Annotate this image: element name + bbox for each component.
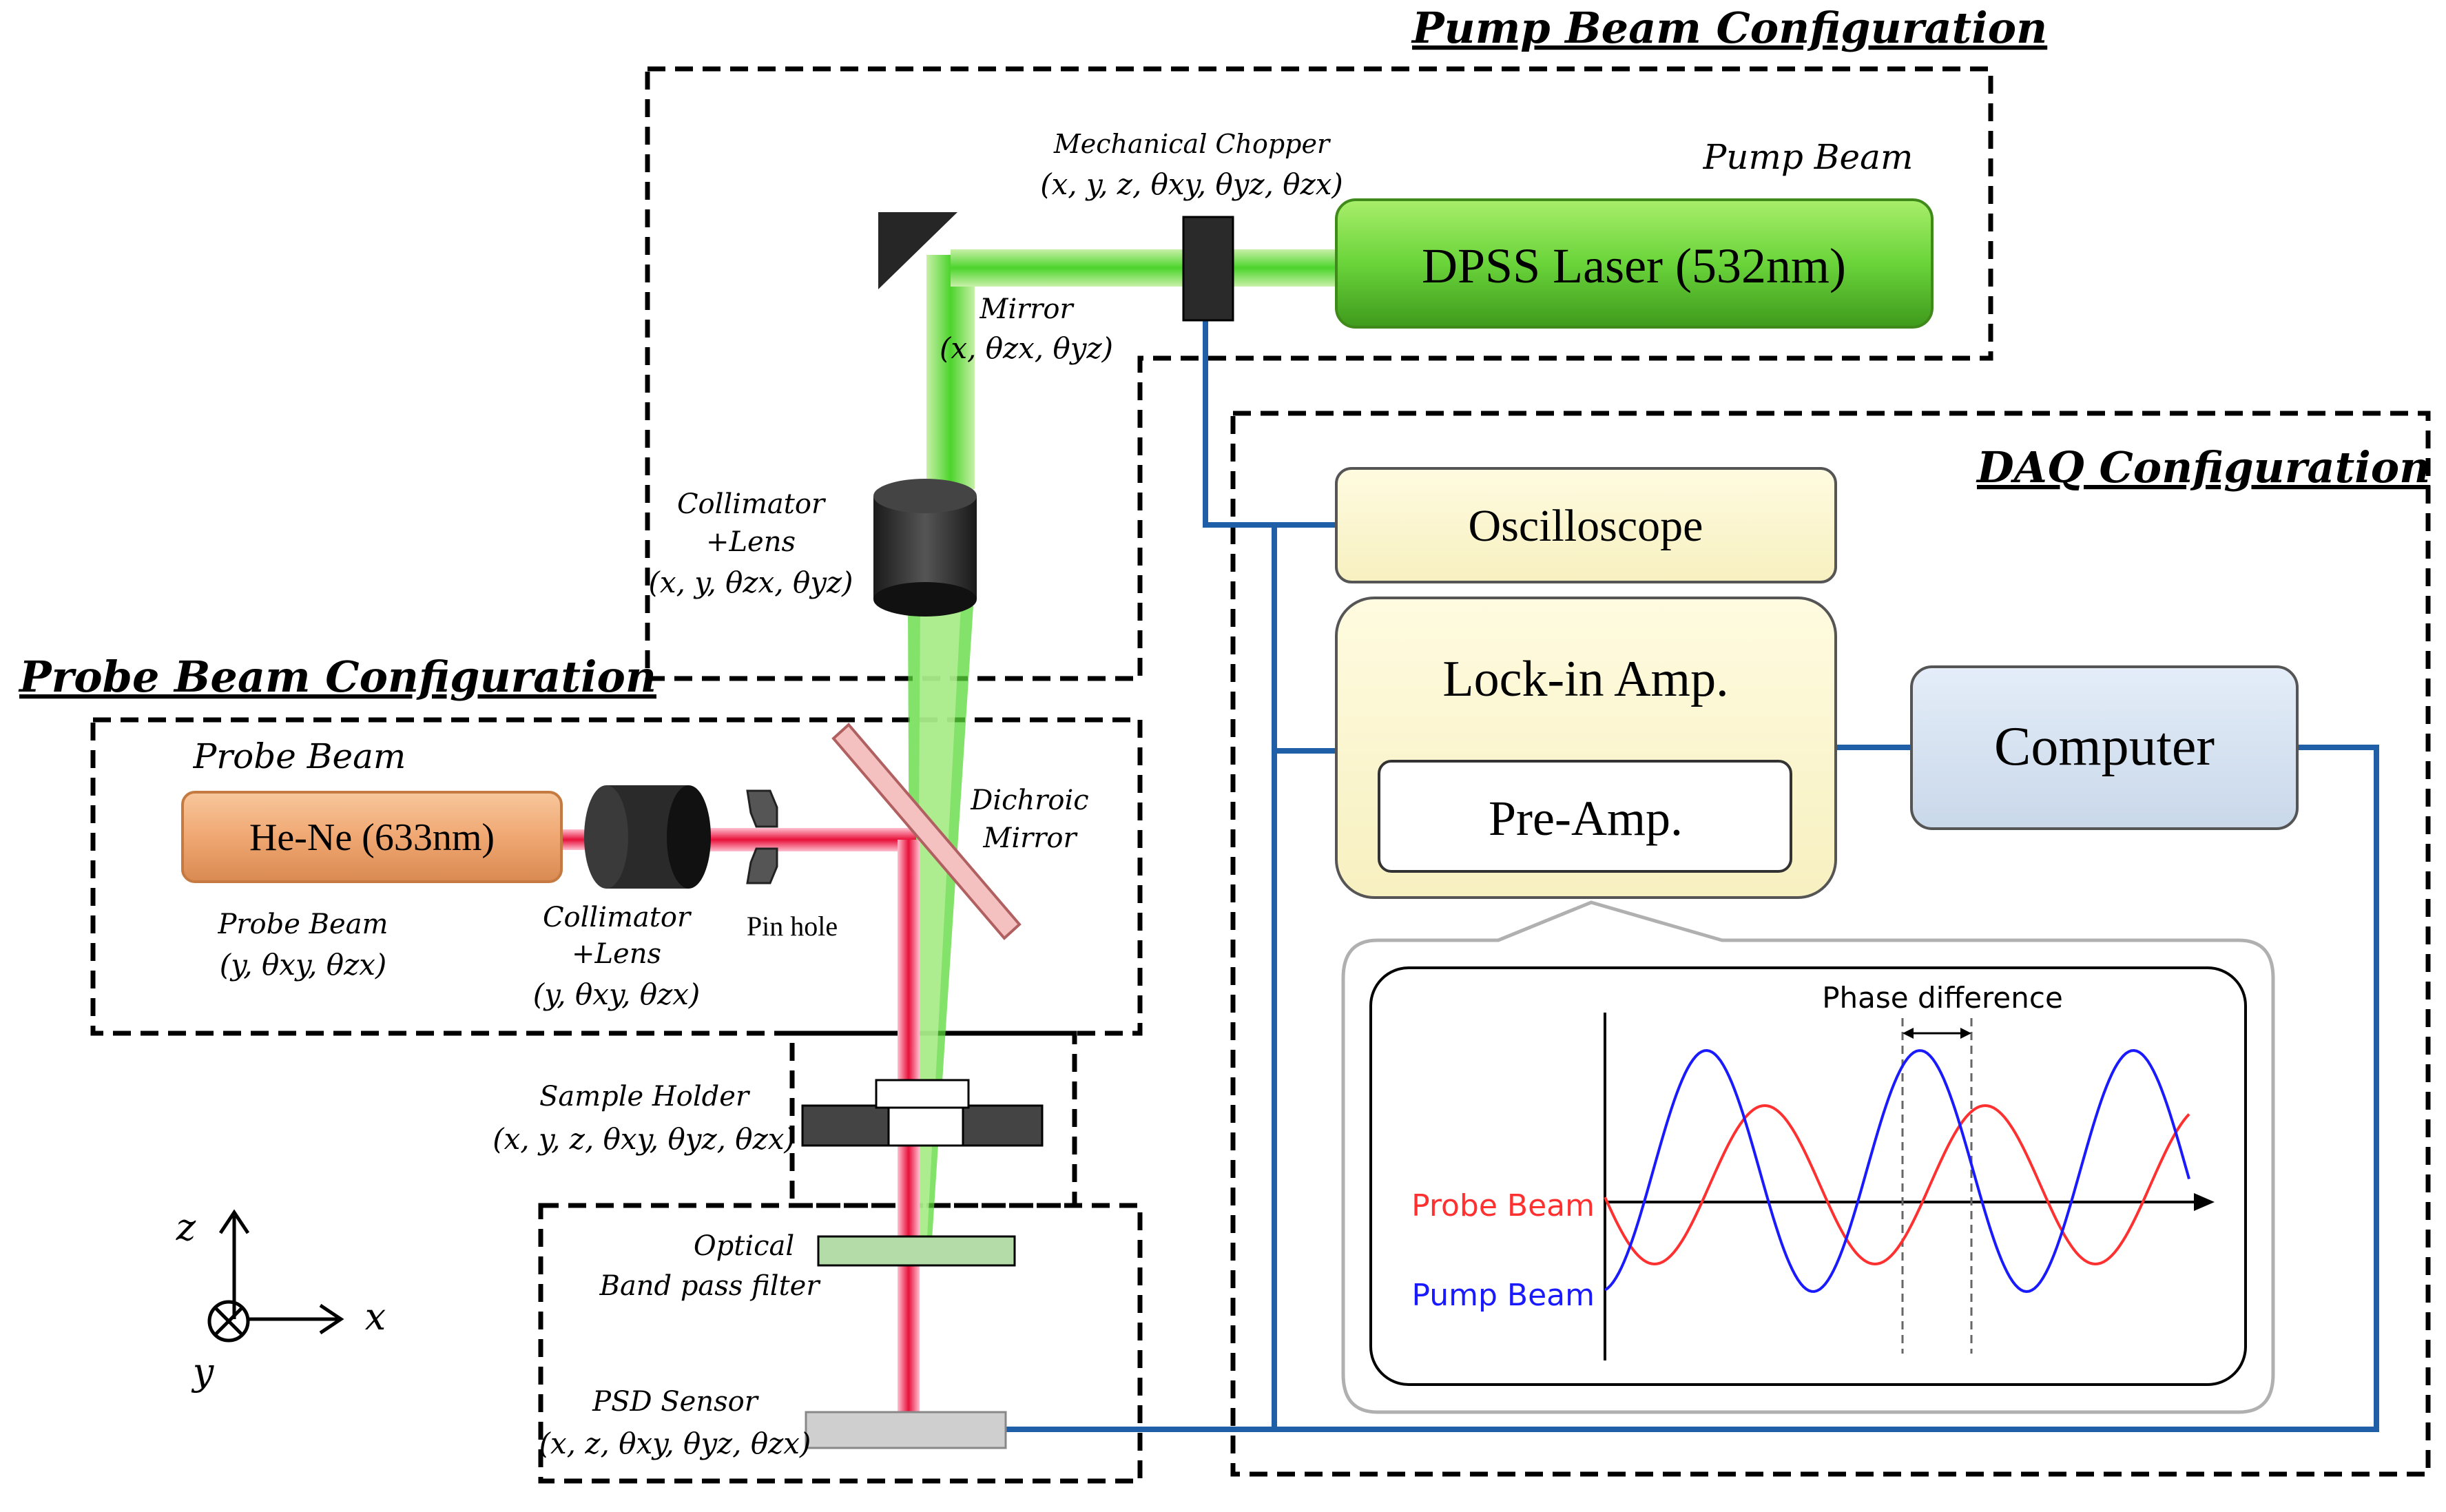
mirror: [878, 212, 957, 289]
dpss-laser-label: DPSS Laser (532nm): [1422, 238, 1846, 293]
probe-collimator-dof: (y, θxy, θzx): [533, 977, 701, 1011]
chopper-name: Mechanical Chopper: [1053, 129, 1331, 159]
psd-config-box: [538, 1203, 1143, 1484]
probe-source-name: Probe Beam: [218, 909, 388, 940]
dichroic-name: Dichroic: [970, 785, 1088, 816]
probe-source-dof: (y, θxy, θzx): [220, 948, 387, 982]
he-ne-laser-label: He-Ne (633nm): [249, 816, 495, 859]
oscilloscope: [1335, 467, 1837, 583]
pump-collimator-name: Collimator: [677, 488, 827, 520]
pump-beam-horizontal: [951, 249, 1336, 287]
waveform-axes: [1604, 1013, 2215, 1360]
phase-markers: [1901, 1018, 1973, 1354]
coordinate-axes: [207, 1209, 344, 1343]
pump-wave-label: Pump Beam: [1411, 1278, 1595, 1313]
band-pass-filter: [817, 1235, 1016, 1267]
psd-sensor: [805, 1411, 1007, 1449]
lock-in-amp-label: Lock-in Amp.: [1442, 651, 1728, 707]
sample-holder-name: Sample Holder: [539, 1081, 751, 1112]
signal-cables: [1006, 317, 2379, 1432]
probe-wave-label: Probe Beam: [1411, 1188, 1595, 1223]
probe-beam-label: Probe Beam: [193, 736, 406, 776]
sample-holder-dof: (x, y, z, θxy, θyz, θzx): [493, 1122, 796, 1156]
computer: [1910, 665, 2299, 830]
pin-hole: [746, 789, 778, 884]
config-boxes: [90, 66, 2431, 1484]
pump-waveform: [1604, 1048, 2190, 1294]
pre-amp: [1378, 760, 1792, 873]
pump-config-title: Pump Beam Configuration: [1411, 3, 2047, 53]
dichroic-mirror: [831, 723, 1022, 940]
pump-beam-vertical-upper: [926, 255, 975, 489]
probe-collimator: [584, 785, 711, 889]
phase-difference-label: Phase difference: [1822, 981, 2063, 1015]
pin-hole-label: Pin hole: [747, 911, 838, 942]
he-ne-laser: [181, 791, 563, 883]
dpss-laser: [1335, 198, 1934, 329]
oscilloscope-label: Oscilloscope: [1469, 501, 1703, 551]
psd-dof: (x, z, θxy, θyz, θzx): [539, 1427, 811, 1460]
probe-config-title: Probe Beam Configuration: [18, 652, 656, 702]
pump-collimator: [873, 479, 977, 617]
mirror-name: Mirror: [979, 293, 1075, 325]
pre-amp-label: Pre-Amp.: [1489, 791, 1683, 846]
pump-config-box: [645, 66, 1993, 681]
mechanical-chopper: [1182, 216, 1234, 322]
probe-waveform: [1604, 1104, 2190, 1266]
phase-arrow: [1903, 1028, 1971, 1039]
sample-holder: [801, 1079, 1044, 1147]
axis-x-label: x: [365, 1295, 386, 1338]
axis-y-label: y: [191, 1350, 215, 1394]
probe-beam-horizontal: [689, 828, 916, 851]
psd-name: PSD Sensor: [592, 1386, 760, 1418]
mirror-dof: (x, θzx, θyz): [940, 331, 1113, 365]
filter-name: Optical: [694, 1230, 794, 1262]
waveform-panel: [1369, 966, 2247, 1386]
axis-z-label: z: [176, 1205, 196, 1249]
daq-config-box: [1230, 411, 2431, 1477]
filter-name-2: Band pass filter: [599, 1270, 822, 1302]
daq-config-title: DAQ Configuration: [1976, 442, 2430, 493]
dichroic-name-2: Mirror: [982, 822, 1078, 854]
probe-config-box: [90, 717, 1143, 1036]
chopper-dof: (x, y, z, θxy, θyz, θzx): [1040, 167, 1343, 201]
pump-collimator-lens: +Lens: [706, 526, 796, 558]
probe-collimator-lens: +Lens: [572, 938, 661, 970]
probe-collimator-name: Collimator: [543, 902, 692, 933]
pump-collimator-dof: (x, y, θzx, θyz): [649, 566, 853, 599]
computer-label: Computer: [1994, 716, 2215, 777]
pump-beam-label: Pump Beam: [1703, 137, 1914, 177]
